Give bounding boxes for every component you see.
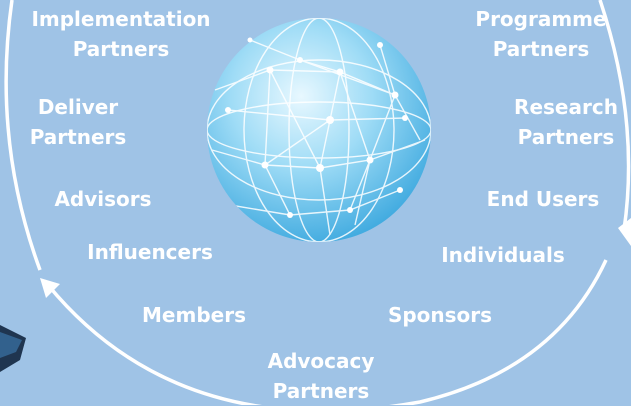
label-line: Advisors (54, 187, 152, 211)
label-line: Members (142, 303, 246, 327)
label-line: Advocacy (267, 349, 375, 373)
label-line: Programme (475, 7, 607, 31)
label-line: Sponsors (387, 303, 493, 327)
label-influencers: Influencers (87, 237, 213, 267)
network-globe-icon (207, 18, 431, 242)
label-line: Implementation (31, 7, 211, 31)
ring-left-arc (4, 0, 42, 271)
label-line: Partners (492, 37, 590, 61)
arrow-head-icon-right (618, 218, 631, 246)
ring-right-arc (598, 0, 631, 231)
label-research-partners: Research Partners (514, 92, 618, 152)
label-members: Members (142, 300, 246, 330)
label-programme-partners: Programme Partners (475, 4, 606, 64)
ring-bottom-arc (46, 259, 608, 405)
label-line: Partners (29, 125, 127, 149)
label-line: Influencers (87, 240, 213, 264)
label-advocacy-partners: Advocacy Partners (268, 346, 375, 406)
label-sponsors: Sponsors (388, 300, 492, 330)
label-line: Deliver (37, 95, 119, 119)
label-deliver-partners: Deliver Partners (30, 92, 127, 152)
label-line: Partners (72, 37, 170, 61)
label-advisors: Advisors (54, 184, 151, 214)
corner-accent-shape (0, 332, 22, 358)
label-line: Partners (272, 379, 370, 403)
label-individuals: Individuals (441, 240, 565, 270)
label-line: Partners (517, 125, 615, 149)
label-end-users: End Users (487, 184, 600, 214)
label-implementation-partners: Implementation Partners (31, 4, 210, 64)
arrow-head-icon-left (40, 278, 60, 298)
label-line: Research (514, 95, 618, 119)
label-line: Individuals (441, 243, 565, 267)
label-line: End Users (486, 187, 600, 211)
